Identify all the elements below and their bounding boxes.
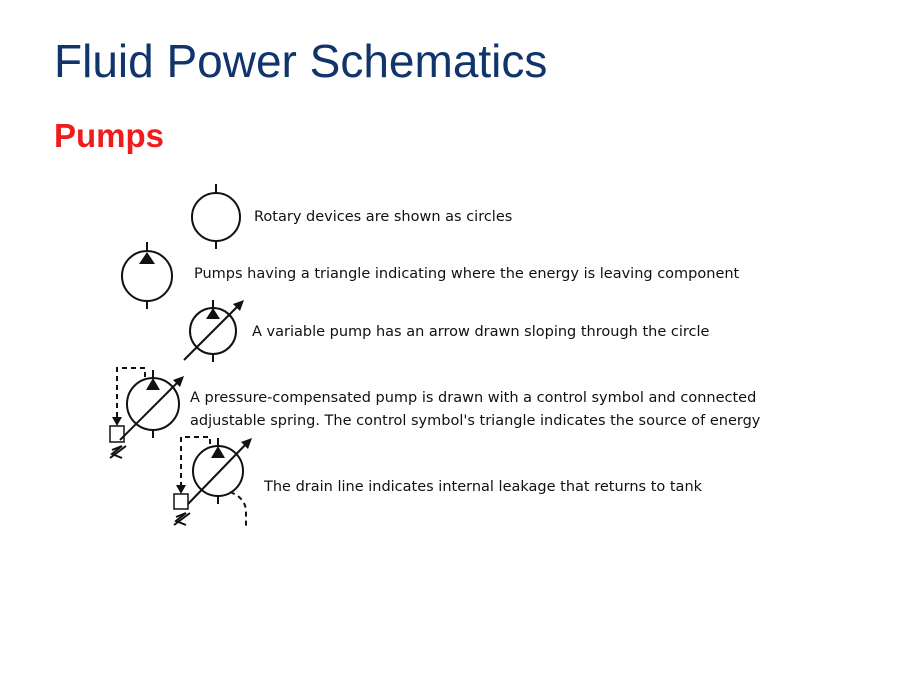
- caption-pressure-compensated-pump: A pressure-compensated pump is drawn wit…: [190, 387, 760, 433]
- drain-line-pump-symbol: [173, 436, 252, 528]
- pump-symbol: [121, 242, 173, 309]
- caption-rotary-device: Rotary devices are shown as circles: [254, 209, 513, 225]
- caption-drain-line: The drain line indicates internal leakag…: [264, 479, 703, 495]
- caption-pump-triangle: Pumps having a triangle indicating where…: [194, 266, 740, 282]
- caption-variable-pump: A variable pump has an arrow drawn slopi…: [252, 324, 710, 340]
- caption-pressure-compensated-line-2: adjustable spring. The control symbol's …: [190, 413, 761, 429]
- pressure-compensated-pump-symbol: [109, 367, 184, 459]
- variable-pump-symbol: [183, 300, 244, 362]
- caption-pressure-compensated-line-1: A pressure-compensated pump is drawn wit…: [190, 390, 757, 406]
- rotary-device-symbol: [191, 184, 241, 249]
- slide-title: Fluid Power Schematics: [54, 35, 548, 87]
- slide-subtitle: Pumps: [54, 117, 165, 154]
